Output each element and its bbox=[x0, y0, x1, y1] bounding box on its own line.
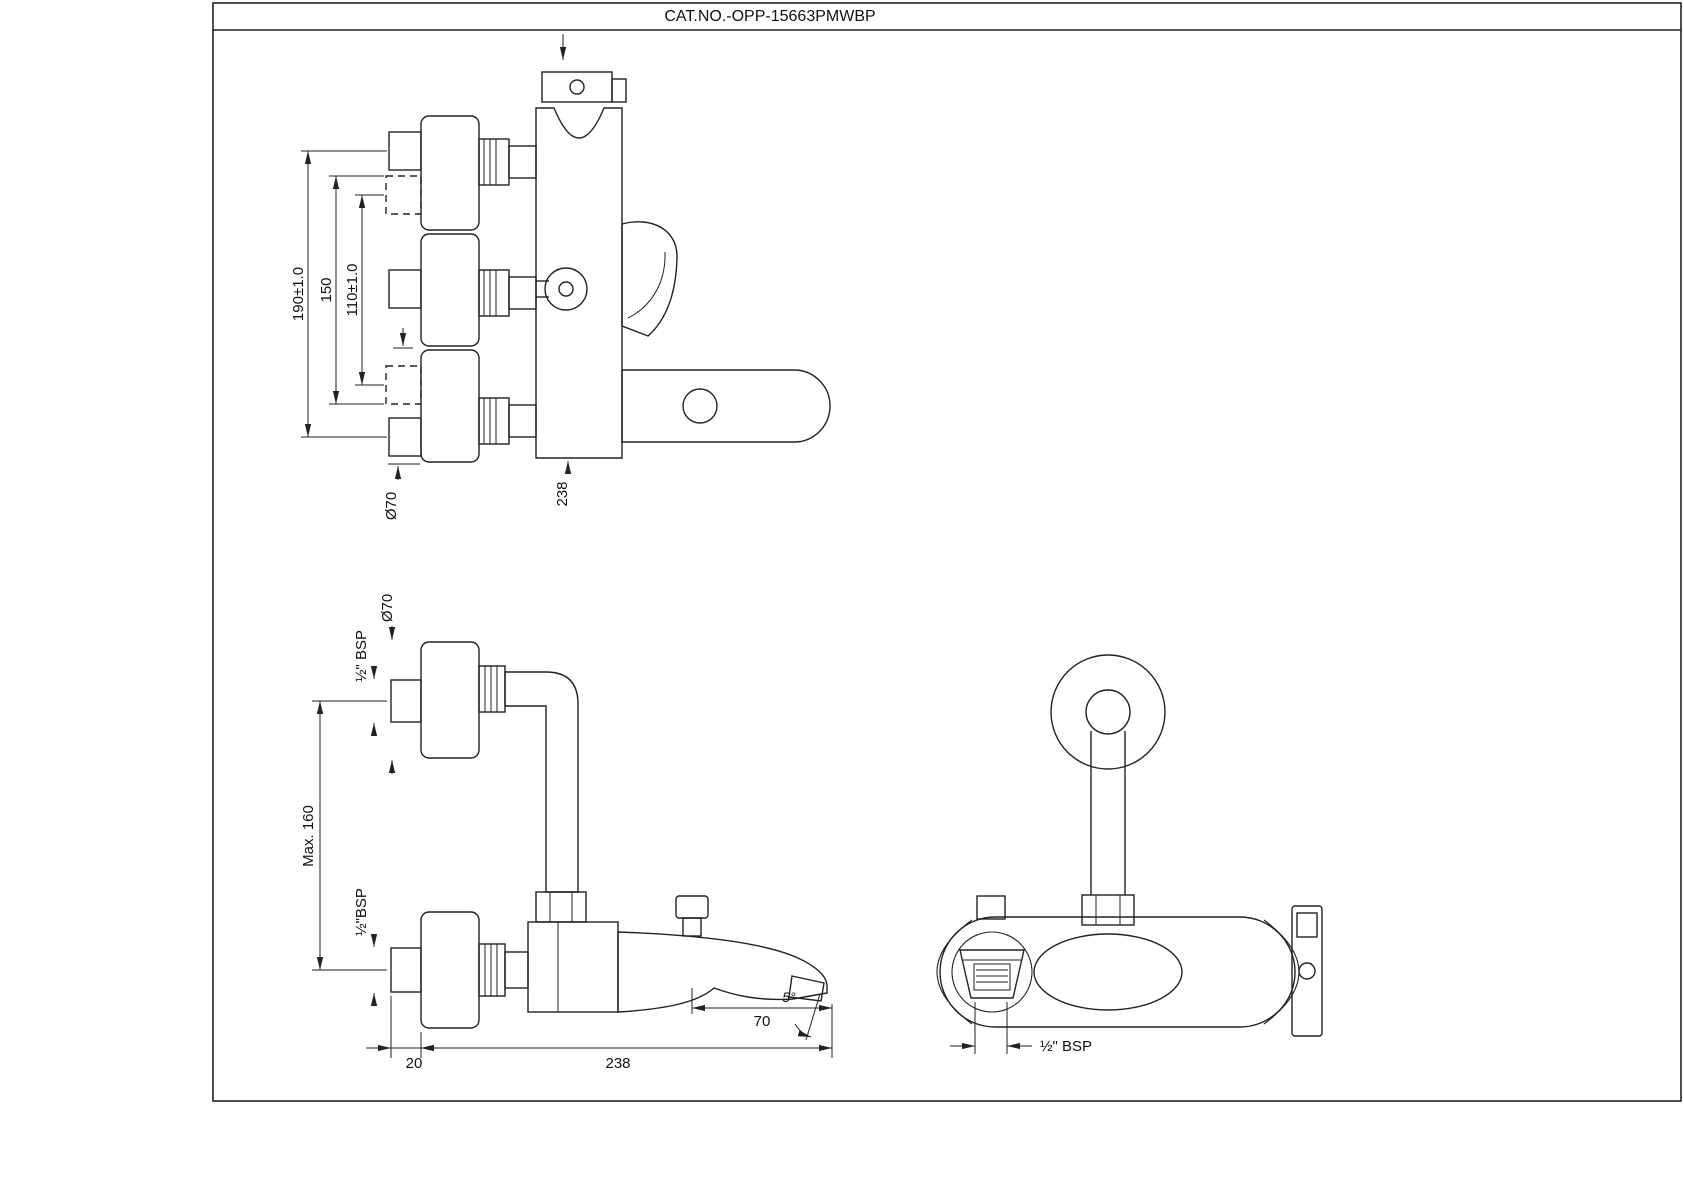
cartridge-center bbox=[558, 281, 574, 297]
sheet-border bbox=[212, 2, 1682, 1102]
dim-max160-label: Max. 160 bbox=[300, 805, 317, 867]
knob-bottom bbox=[420, 349, 480, 463]
mixer-body-side bbox=[527, 921, 619, 1013]
knob-connector-bottom bbox=[478, 397, 537, 445]
pipe-collar bbox=[1085, 689, 1131, 735]
angle-face-line bbox=[805, 993, 821, 1041]
aerator bbox=[788, 975, 825, 1002]
dim-20-label: 20 bbox=[406, 1055, 423, 1072]
top-cap bbox=[541, 71, 613, 103]
wall-flange bbox=[1050, 654, 1166, 770]
hidden-stem-upper bbox=[385, 175, 422, 215]
inlet-stem-top-side bbox=[390, 679, 422, 723]
spout-side bbox=[617, 931, 828, 1013]
aerator-hatch bbox=[973, 963, 1011, 991]
dim-190-label: 190±1.0 bbox=[290, 267, 307, 321]
angle-arc bbox=[794, 1023, 812, 1038]
lever-edge-line bbox=[627, 251, 666, 319]
knob-connector-middle bbox=[478, 269, 537, 317]
left-end-arc bbox=[936, 919, 973, 1025]
cartridge-circle bbox=[544, 267, 588, 311]
diverter-bottom-view bbox=[976, 895, 1006, 920]
lever-bottom-view bbox=[1291, 905, 1323, 1037]
side-dimensions: Ø70 ½" BSP Max. 160 ½"BSP 20 238 70 5° bbox=[300, 594, 833, 1072]
knob-top bbox=[420, 115, 480, 231]
pipe-nut bbox=[535, 891, 587, 923]
knob-connector-top bbox=[478, 138, 537, 186]
inlet-stem-bottom-side bbox=[390, 947, 422, 993]
front-view bbox=[385, 34, 831, 463]
dim-d70-label: Ø70 bbox=[383, 492, 400, 520]
dim-70-label: 70 bbox=[754, 1013, 771, 1030]
dim-bsp-bottom-label: ½"BSP bbox=[353, 888, 370, 936]
spout-end-circle bbox=[951, 931, 1033, 1013]
spout-outlet bbox=[959, 949, 1025, 999]
lever-handle bbox=[621, 221, 678, 337]
inlet-stem-middle bbox=[388, 269, 422, 309]
knob-middle bbox=[420, 233, 480, 347]
top-cap-tab bbox=[611, 78, 627, 103]
dim-bsp-top-label: ½" BSP bbox=[353, 630, 370, 682]
body-oval bbox=[1033, 933, 1183, 1011]
bottom-view bbox=[936, 654, 1323, 1037]
connector-bottom-side bbox=[478, 943, 529, 997]
spout-hole bbox=[682, 388, 718, 424]
dim-150-label: 150 bbox=[318, 277, 335, 302]
bottom-dimensions: ½" BSP bbox=[950, 1002, 1092, 1055]
dim-half-bsp-label: ½" BSP bbox=[1040, 1038, 1092, 1055]
inlet-stem-bottom bbox=[388, 417, 422, 457]
pipe-nut-bottom bbox=[1081, 894, 1135, 926]
connector-top-side bbox=[478, 665, 506, 713]
catalog-number: CAT.NO.-OPP-15663PMWBP bbox=[664, 8, 875, 25]
top-cap-screw bbox=[569, 79, 585, 95]
knob-bottom-side bbox=[420, 911, 480, 1029]
spout bbox=[621, 369, 831, 443]
shower-pipe-elbow bbox=[504, 671, 579, 893]
dim-238-side-label: 238 bbox=[605, 1055, 630, 1072]
dim-238-label: 238 bbox=[554, 481, 571, 506]
mixer-body bbox=[535, 107, 623, 459]
knob-top-side bbox=[420, 641, 480, 759]
hidden-stem-lower bbox=[385, 365, 422, 405]
right-end-arc bbox=[1263, 919, 1300, 1025]
dim-d70-side-label: Ø70 bbox=[379, 594, 396, 622]
side-view bbox=[390, 641, 828, 1029]
inlet-stem-top bbox=[388, 131, 422, 171]
dim-5deg-label: 5° bbox=[782, 989, 796, 1005]
front-dimensions: 190±1.0 150 110±1.0 Ø70 238 bbox=[290, 150, 572, 520]
diverter-knob bbox=[675, 895, 709, 937]
dim-110-label: 110±1.0 bbox=[344, 264, 361, 317]
